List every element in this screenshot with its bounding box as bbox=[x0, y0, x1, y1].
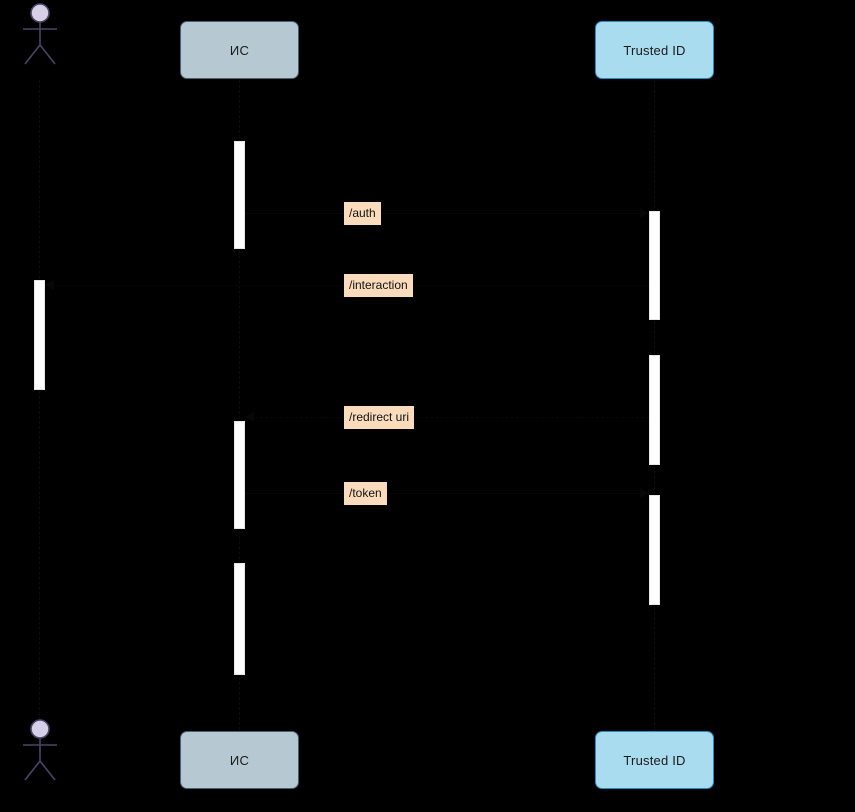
message-label-token-text: /token bbox=[349, 486, 382, 500]
participant-is-top[interactable]: ИС bbox=[180, 21, 299, 79]
message-arrowhead-interaction bbox=[45, 280, 54, 290]
actor-figure-bottom[interactable] bbox=[13, 718, 67, 782]
message-arrowhead-token bbox=[640, 488, 649, 498]
lifeline-is bbox=[239, 80, 240, 730]
activation-bar-is-1 bbox=[234, 141, 245, 249]
participant-trusted-id-label-top: Trusted ID bbox=[623, 42, 686, 58]
actor-stick-figure-icon bbox=[23, 3, 57, 65]
message-label-interaction[interactable]: /interaction bbox=[344, 274, 413, 297]
actor-figure-top[interactable] bbox=[13, 2, 67, 66]
message-label-interaction-text: /interaction bbox=[349, 278, 408, 292]
message-label-redirect-uri-text: /redirect uri bbox=[349, 410, 410, 424]
participant-is-label-bottom: ИС bbox=[229, 752, 250, 768]
activation-bar-trusted-id-1 bbox=[649, 211, 660, 320]
message-line-token bbox=[245, 493, 649, 494]
message-label-auth[interactable]: /auth bbox=[344, 202, 381, 225]
participant-trusted-id-top[interactable]: Trusted ID bbox=[595, 21, 714, 79]
message-label-auth-text: /auth bbox=[349, 206, 376, 220]
message-line-redirect-uri bbox=[245, 417, 649, 418]
participant-trusted-id-label-bottom: Trusted ID bbox=[623, 752, 686, 768]
participant-is-bottom[interactable]: ИС bbox=[180, 731, 299, 789]
message-arrowhead-redirect-uri bbox=[245, 412, 254, 422]
activation-bar-is-3 bbox=[234, 563, 245, 675]
activation-bar-trusted-id-2 bbox=[649, 355, 660, 465]
activation-bar-is-2 bbox=[234, 421, 245, 529]
activation-bar-actor-1 bbox=[34, 280, 45, 390]
message-label-redirect-uri[interactable]: /redirect uri bbox=[344, 406, 415, 429]
activation-bar-trusted-id-3 bbox=[649, 495, 660, 605]
message-line-auth bbox=[245, 213, 649, 214]
lifeline-actor bbox=[39, 80, 40, 730]
participant-is-label-top: ИС bbox=[229, 42, 250, 58]
message-label-token[interactable]: /token bbox=[344, 482, 387, 505]
message-arrowhead-auth bbox=[640, 208, 649, 218]
participant-trusted-id-bottom[interactable]: Trusted ID bbox=[595, 731, 714, 789]
actor-stick-figure-icon bbox=[23, 719, 57, 781]
